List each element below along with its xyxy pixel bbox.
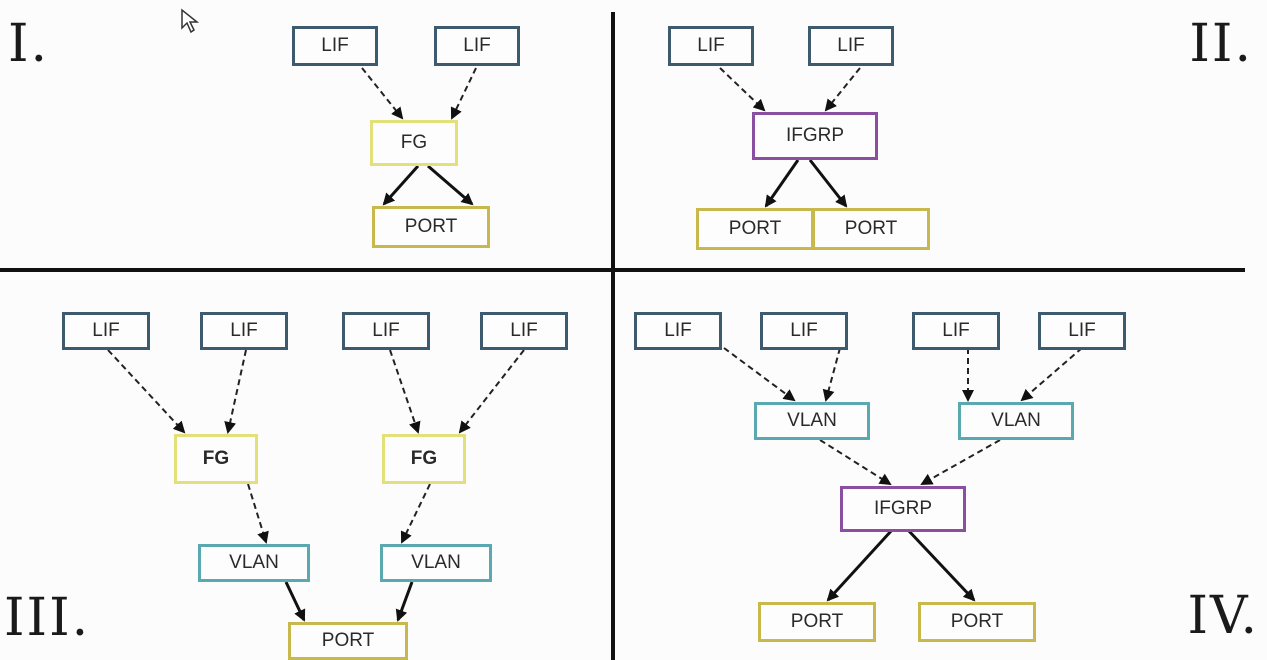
q3-lif-node-3: LIF	[342, 312, 430, 350]
q4-vlan-node-2: VLAN	[958, 402, 1074, 440]
q1-lif-node-2: LIF	[434, 26, 520, 66]
q1-fg-node: FG	[370, 120, 458, 166]
q3-fg-node-2: FG	[382, 434, 466, 484]
q1-lif-node-1: LIF	[292, 26, 378, 66]
q3-vlan-node-1: VLAN	[198, 544, 310, 582]
mouse-pointer-icon	[181, 8, 200, 34]
q2-ifgrp-node: IFGRP	[752, 112, 878, 160]
q4-port-node-2: PORT	[918, 602, 1036, 642]
q3-edge-lif2-fg1	[224, 349, 247, 434]
q1-edge-fg-port-b	[427, 164, 474, 206]
quadrant-label-iv: IV.	[1187, 586, 1259, 646]
q3-edge-fg1-vlan1	[247, 483, 269, 544]
q2-edge-ifgrp-port2	[808, 159, 848, 208]
q1-port-node: PORT	[372, 206, 490, 248]
q1-edge-lif2-fg	[450, 67, 477, 120]
q4-edge-vlan2-ifgrp	[920, 439, 1001, 485]
q2-edge-lif2-ifgrp	[824, 67, 861, 112]
q4-lif-node-2: LIF	[760, 312, 848, 350]
q3-edge-vlan1-port	[284, 581, 306, 622]
q4-lif-node-1: LIF	[634, 312, 722, 350]
q4-edge-ifgrp-port2	[906, 528, 976, 602]
q2-port-node-1: PORT	[696, 208, 814, 250]
q3-edge-lif1-fg1	[107, 349, 186, 434]
q1-edge-lif1-fg	[361, 67, 404, 120]
q3-lif-node-1: LIF	[62, 312, 150, 350]
q2-edge-lif1-ifgrp	[719, 67, 766, 112]
q3-vlan-node-2: VLAN	[380, 544, 492, 582]
q4-edge-vlan1-ifgrp	[819, 439, 892, 486]
q4-port-node-1: PORT	[758, 602, 876, 642]
q4-ifgrp-node: IFGRP	[840, 486, 966, 532]
q3-edge-lif3-fg2	[389, 349, 421, 434]
q4-edge-lif2-vlan1	[822, 347, 841, 402]
q4-lif-node-4: LIF	[1038, 312, 1126, 350]
quadrant-label-i: I.	[8, 14, 50, 74]
q3-fg-node-1: FG	[174, 434, 258, 484]
q1-edge-fg-port-a	[382, 164, 420, 206]
q3-edge-vlan2-port	[395, 581, 414, 622]
q3-lif-node-4: LIF	[480, 312, 568, 350]
q2-edge-ifgrp-port1	[764, 159, 800, 208]
q3-edge-fg2-vlan2	[400, 483, 431, 544]
q4-edge-lif4-vlan2	[1020, 347, 1083, 402]
q4-edge-lif1-vlan1	[723, 347, 796, 402]
quadrant-label-ii: II.	[1189, 14, 1253, 74]
q2-lif-node-2: LIF	[808, 26, 894, 66]
quadrant-label-iii: III.	[4, 588, 91, 648]
q3-lif-node-2: LIF	[200, 312, 288, 350]
q2-lif-node-1: LIF	[668, 26, 754, 66]
q4-lif-node-3: LIF	[912, 312, 1000, 350]
q3-port-node: PORT	[288, 622, 408, 660]
q3-edge-lif4-fg2	[458, 349, 525, 434]
q2-port-node-2: PORT	[812, 208, 930, 250]
q4-edge-ifgrp-port1	[826, 528, 894, 602]
q4-vlan-node-1: VLAN	[754, 402, 870, 440]
